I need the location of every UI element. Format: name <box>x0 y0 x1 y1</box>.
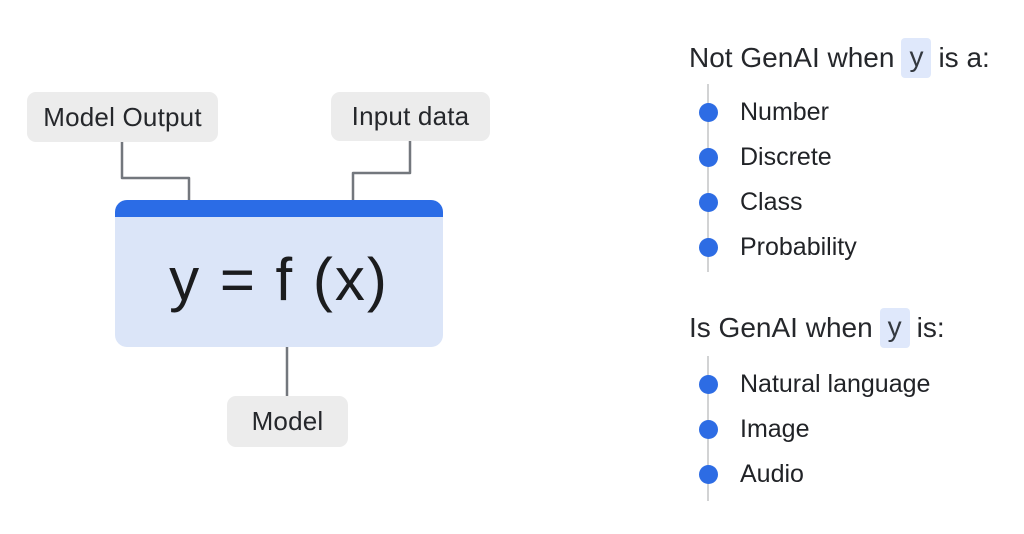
heading-text-pre: Not GenAI when <box>689 42 895 73</box>
not-genai-list: Number Discrete Class Probability <box>699 90 857 270</box>
list-item-label: Discrete <box>740 143 832 171</box>
variable-y-highlight: y <box>901 38 932 78</box>
function-box-header-bar <box>115 200 443 217</box>
is-genai-list: Natural language Image Audio <box>699 362 930 497</box>
heading-text-post: is: <box>916 312 945 343</box>
bullet-icon <box>699 465 718 484</box>
model-output-label: Model Output <box>27 92 218 142</box>
heading-text-pre: Is GenAI when <box>689 312 873 343</box>
list-item-label: Probability <box>740 233 857 261</box>
not-genai-heading: Not GenAI when y is a: <box>689 38 990 78</box>
bullet-icon <box>699 193 718 212</box>
bullet-icon <box>699 375 718 394</box>
list-item: Image <box>699 407 930 452</box>
list-item: Class <box>699 180 857 225</box>
timeline-line <box>707 84 709 272</box>
list-item: Audio <box>699 452 930 497</box>
variable-y-highlight: y <box>879 308 910 348</box>
bullet-icon <box>699 103 718 122</box>
list-item: Natural language <box>699 362 930 407</box>
list-item-label: Class <box>740 188 803 216</box>
model-label: Model <box>227 396 348 447</box>
bullet-icon <box>699 238 718 257</box>
model-output-label-text: Model Output <box>43 101 202 132</box>
list-item-label: Number <box>740 98 829 126</box>
list-item: Probability <box>699 225 857 270</box>
model-label-text: Model <box>251 406 324 436</box>
heading-text-post: is a: <box>938 42 990 73</box>
function-box: y = f (x) <box>115 200 443 347</box>
bullet-icon <box>699 420 718 439</box>
list-item-label: Audio <box>740 460 804 488</box>
input-data-label-text: Input data <box>351 101 470 131</box>
input-data-label: Input data <box>331 92 490 141</box>
list-item-label: Image <box>740 415 810 443</box>
list-item: Number <box>699 90 857 135</box>
is-genai-heading: Is GenAI when y is: <box>689 308 945 348</box>
list-item-label: Natural language <box>740 370 931 398</box>
list-item: Discrete <box>699 135 857 180</box>
formula-text: y = f (x) <box>169 245 389 313</box>
bullet-icon <box>699 148 718 167</box>
